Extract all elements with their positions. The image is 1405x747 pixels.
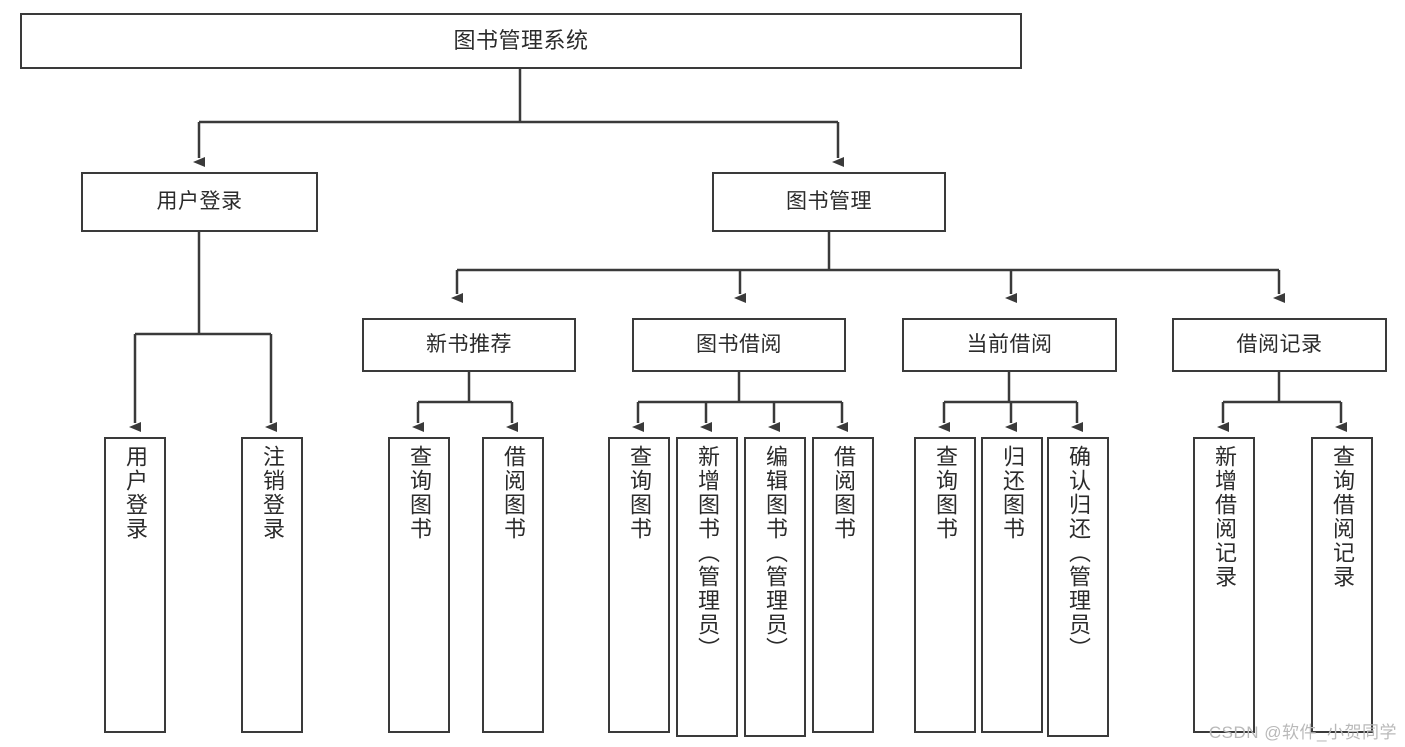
node-label: 借阅图书 (831, 445, 856, 541)
node-label: 归还图书 (1000, 445, 1025, 541)
leaf-search-book-recommend[interactable]: 查询图书 (388, 437, 450, 733)
node-label: 查询图书 (933, 445, 958, 541)
node-label: 新增借阅记录 (1212, 445, 1237, 589)
node-label: 用户登录 (156, 190, 243, 214)
node-book-management[interactable]: 图书管理 (712, 172, 946, 232)
leaf-edit-book-admin[interactable]: 编辑图书（管理员） (744, 437, 806, 737)
leaf-search-book-current[interactable]: 查询图书 (914, 437, 976, 733)
node-current-borrow[interactable]: 当前借阅 (902, 318, 1117, 372)
node-label: 图书管理系统 (453, 27, 589, 53)
node-label: 查询图书 (407, 445, 432, 541)
leaf-search-borrow-record[interactable]: 查询借阅记录 (1311, 437, 1373, 733)
node-root-system[interactable]: 图书管理系统 (20, 13, 1022, 69)
node-label: 查询图书 (627, 445, 652, 541)
node-borrow-records[interactable]: 借阅记录 (1172, 318, 1387, 372)
leaf-borrow-book[interactable]: 借阅图书 (812, 437, 874, 733)
leaf-user-login[interactable]: 用户登录 (104, 437, 166, 733)
node-new-book-recommend[interactable]: 新书推荐 (362, 318, 576, 372)
leaf-logout[interactable]: 注销登录 (241, 437, 303, 733)
leaf-add-borrow-record[interactable]: 新增借阅记录 (1193, 437, 1255, 733)
node-label: 图书借阅 (696, 333, 782, 357)
watermark: CSDN @软件_小贺同学 (1208, 723, 1397, 742)
leaf-add-book-admin[interactable]: 新增图书（管理员） (676, 437, 738, 737)
leaf-return-book[interactable]: 归还图书 (981, 437, 1043, 733)
node-label: 借阅图书 (501, 445, 526, 541)
node-label: 注销登录 (260, 445, 285, 541)
node-label: 新书推荐 (426, 333, 512, 357)
leaf-borrow-book-recommend[interactable]: 借阅图书 (482, 437, 544, 733)
node-label: 借阅记录 (1236, 333, 1323, 357)
leaf-confirm-return-admin[interactable]: 确认归还（管理员） (1047, 437, 1109, 737)
node-label: 编辑图书（管理员） (763, 445, 788, 661)
node-label: 用户登录 (123, 445, 148, 541)
node-label: 当前借阅 (966, 333, 1053, 357)
node-book-borrow[interactable]: 图书借阅 (632, 318, 846, 372)
node-label: 图书管理 (786, 190, 872, 214)
node-label: 新增图书（管理员） (695, 445, 720, 661)
node-label: 查询借阅记录 (1330, 445, 1355, 589)
node-label: 确认归还（管理员） (1066, 445, 1091, 661)
node-user-login[interactable]: 用户登录 (81, 172, 318, 232)
leaf-search-book-borrow[interactable]: 查询图书 (608, 437, 670, 733)
